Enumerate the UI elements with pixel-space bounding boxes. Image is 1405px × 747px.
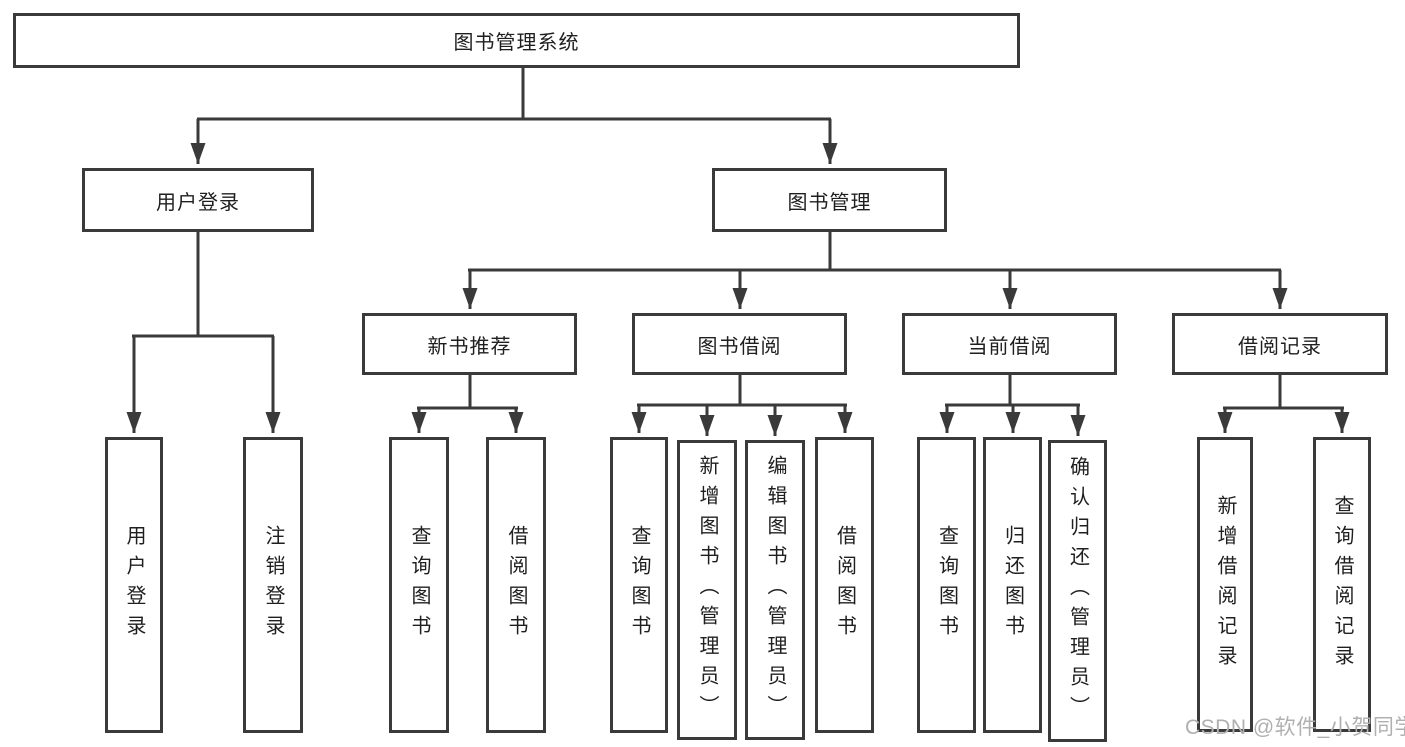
node-label: 查询借阅记录 — [1331, 494, 1353, 675]
node-label: 新增图书（管理员） — [696, 455, 718, 725]
leaf-add-book-admin: 新增图书（管理员） — [677, 440, 737, 740]
node-new-book-rec: 新书推荐 — [362, 313, 577, 375]
leaf-user-login: 用户登录 — [105, 437, 163, 733]
leaf-query-borrow-record: 查询借阅记录 — [1313, 437, 1371, 732]
node-label: 借阅图书 — [505, 525, 527, 645]
node-label: 查询图书 — [408, 525, 430, 645]
watermark: CSDN @软件_小贺同学 — [1185, 716, 1405, 739]
node-label: 借阅记录 — [1238, 335, 1322, 358]
leaf-edit-book-admin: 编辑图书（管理员） — [745, 440, 805, 740]
node-label: 图书借阅 — [697, 335, 782, 358]
node-root-system: 图书管理系统 — [13, 13, 1020, 68]
node-user-login-branch: 用户登录 — [82, 168, 314, 232]
node-label: 用户登录 — [123, 525, 145, 645]
leaf-return-book: 归还图书 — [983, 437, 1042, 733]
node-label: 查询图书 — [628, 525, 650, 645]
node-label: 借阅图书 — [833, 525, 856, 645]
leaf-query-book-rec: 查询图书 — [389, 437, 449, 733]
leaf-logout: 注销登录 — [243, 437, 303, 733]
node-book-mgmt-branch: 图书管理 — [712, 168, 947, 232]
leaf-query-book-borrow: 查询图书 — [610, 437, 668, 733]
leaf-borrow-book-rec: 借阅图书 — [486, 437, 546, 733]
node-label: 查询图书 — [935, 525, 958, 645]
node-label: 编辑图书（管理员） — [764, 455, 786, 725]
leaf-confirm-return-admin: 确认归还（管理员） — [1048, 440, 1107, 742]
node-book-borrow: 图书借阅 — [632, 313, 847, 375]
leaf-query-book-current: 查询图书 — [917, 437, 976, 733]
node-label: 确认归还（管理员） — [1066, 456, 1089, 726]
node-label: 图书管理系统 — [453, 32, 580, 54]
node-label: 注销登录 — [262, 525, 284, 645]
node-label: 新书推荐 — [427, 335, 512, 358]
node-current-borrow: 当前借阅 — [902, 313, 1117, 375]
node-label: 当前借阅 — [967, 335, 1052, 358]
node-label: 新增借阅记录 — [1214, 494, 1236, 675]
node-label: 用户登录 — [156, 191, 240, 214]
leaf-add-borrow-record: 新增借阅记录 — [1197, 437, 1253, 732]
node-borrow-records: 借阅记录 — [1172, 313, 1388, 375]
node-label: 归还图书 — [1001, 525, 1024, 645]
leaf-borrow-book: 借阅图书 — [815, 437, 874, 733]
node-label: 图书管理 — [787, 191, 872, 214]
